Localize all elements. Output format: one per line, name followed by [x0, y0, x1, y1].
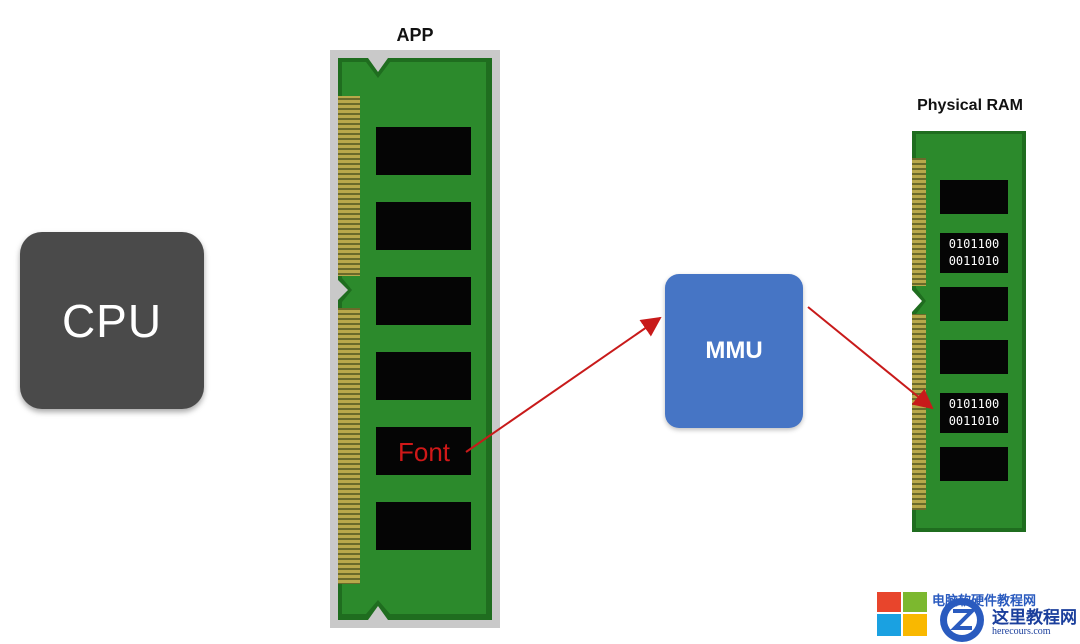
windows-logo-icon	[877, 592, 927, 636]
watermark-url: herecours.com	[992, 626, 1051, 637]
watermark-top-text: 电脑软硬件教程网	[932, 593, 1037, 608]
physical-ram-title: Physical RAM	[917, 97, 1023, 114]
binary-line: 0011010	[948, 414, 1000, 428]
arrow-mmu-to-ram	[807, 306, 934, 410]
mmu-box: MMU	[665, 274, 803, 428]
cpu-box: CPU	[20, 232, 204, 409]
arrow-font-to-mmu	[465, 316, 662, 453]
binary-line: 0101100	[948, 397, 1000, 411]
cpu-label: CPU	[61, 294, 163, 347]
z-logo-icon	[940, 598, 984, 642]
binary-block-1: 0101100 0011010	[940, 236, 1008, 270]
app-memory-stick	[338, 58, 492, 620]
binary-line: 0101100	[948, 237, 1000, 251]
binary-block-2: 0101100 0011010	[940, 396, 1008, 430]
binary-line: 0011010	[948, 254, 1000, 268]
font-label: Font	[397, 437, 451, 467]
app-title: APP	[396, 25, 434, 45]
watermark-text: 这里教程网	[992, 608, 1077, 627]
physical-ram-stick	[912, 131, 1026, 532]
mmu-label: MMU	[705, 337, 763, 364]
